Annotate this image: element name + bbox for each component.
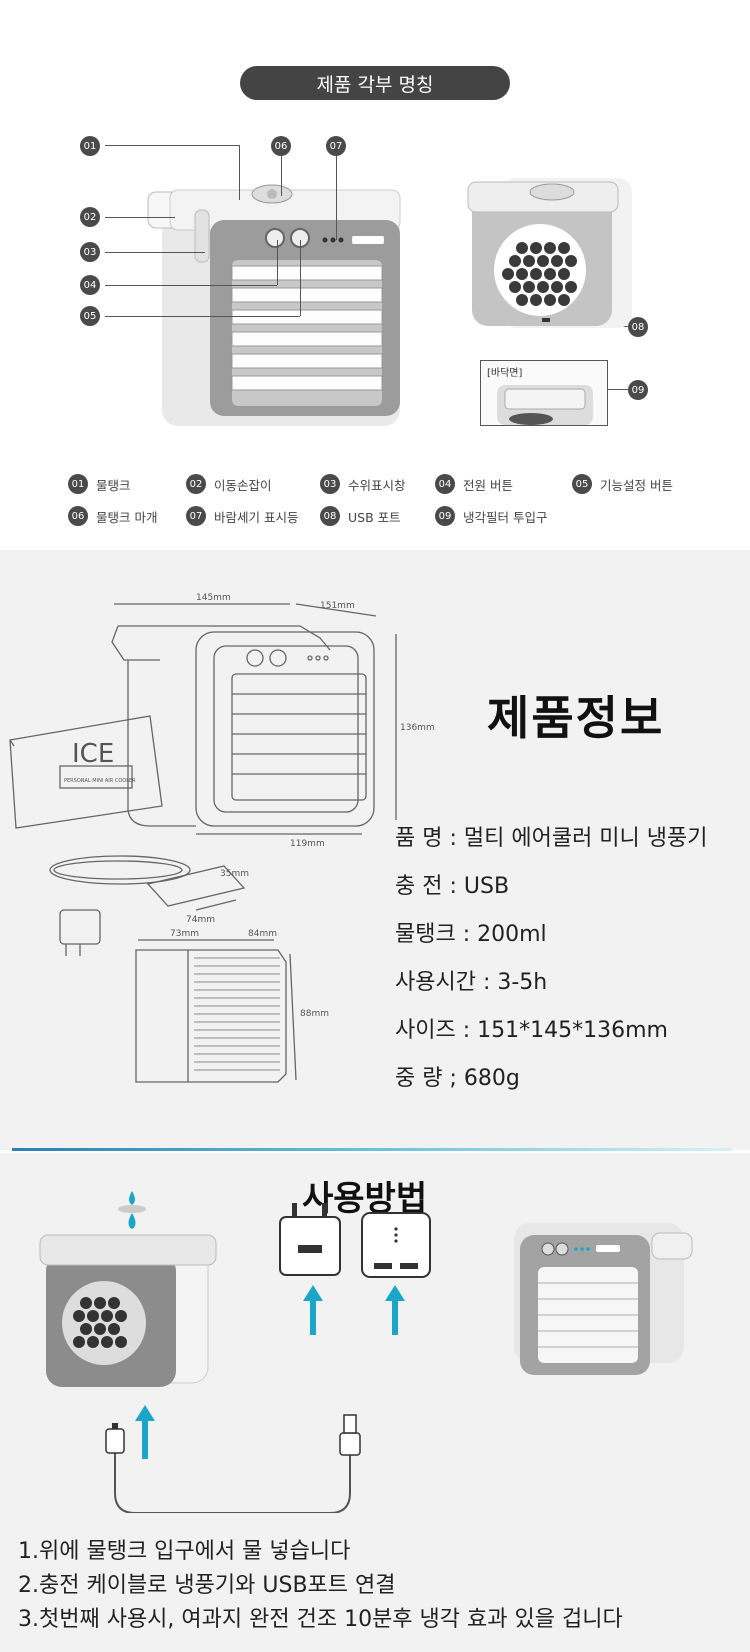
spec-charge: 충 전 : USB bbox=[395, 874, 510, 899]
leader-02 bbox=[105, 217, 175, 218]
usage-illustration bbox=[39, 1191, 693, 1513]
legend-item-02: 02 이동손잡이 bbox=[186, 474, 272, 494]
dim-card-l: 74mm bbox=[186, 915, 215, 925]
spec-usage-time: 사용시간 : 3-5h bbox=[395, 970, 548, 995]
callout-08: 08 bbox=[628, 317, 648, 337]
legend-item-07: 07 바람세기 표시등 bbox=[186, 506, 298, 526]
parts-title: 제품 각부 명칭 bbox=[240, 66, 510, 100]
manual-text: PERSONAL MINI AIR COOLER bbox=[64, 778, 136, 784]
callout-03: 03 bbox=[80, 242, 100, 262]
legend-num-06: 06 bbox=[68, 506, 88, 526]
product-info-section: ICE 145mm 151mm 136mm 119mm 35mm 74mm 73… bbox=[0, 550, 750, 1151]
leader-01 bbox=[105, 145, 240, 146]
dim-height: 136mm bbox=[400, 723, 435, 733]
callout-01: 01 bbox=[80, 136, 100, 156]
leader-05 bbox=[105, 316, 300, 317]
legend-num-04: 04 bbox=[435, 474, 455, 494]
legend-label-07: 바람세기 표시등 bbox=[214, 509, 299, 525]
dimension-labels: 145mm 151mm 136mm 119mm 35mm 74mm 73mm 8… bbox=[64, 593, 435, 1019]
dim-filter-d: 84mm bbox=[248, 929, 277, 939]
legend-item-04: 04 전원 버튼 bbox=[435, 474, 513, 494]
usage-step-2: 2.충전 케이블로 냉풍기와 USB포트 연결 bbox=[18, 1573, 396, 1598]
callout-04: 04 bbox=[80, 275, 100, 295]
callout-06: 06 bbox=[271, 136, 291, 156]
leader-04-rise bbox=[277, 240, 278, 285]
usage-section: 사용방법 bbox=[0, 1153, 750, 1652]
legend-item-03: 03 수위표시창 bbox=[320, 474, 406, 494]
dim-depth: 151mm bbox=[320, 601, 355, 611]
leader-07 bbox=[336, 156, 337, 240]
legend-item-05: 05 기능설정 버튼 bbox=[572, 474, 673, 494]
legend-item-09: 09 냉각필터 투입구 bbox=[435, 506, 547, 526]
spec-size: 사이즈 : 151*145*136mm bbox=[395, 1018, 668, 1043]
legend-num-05: 05 bbox=[572, 474, 592, 494]
info-title: 제품정보 bbox=[487, 691, 665, 745]
usage-step-1: 1.위에 물탱크 입구에서 물 넣습니다 bbox=[18, 1539, 351, 1564]
leader-06 bbox=[281, 156, 282, 196]
dim-card-w: 35mm bbox=[220, 869, 249, 879]
callout-02: 02 bbox=[80, 207, 100, 227]
legend-label-05: 기능설정 버튼 bbox=[600, 477, 673, 493]
parts-section: 제품 각부 명칭 bbox=[0, 0, 750, 550]
legend-num-01: 01 bbox=[68, 474, 88, 494]
dim-filter-w: 73mm bbox=[170, 929, 199, 939]
legend-num-07: 07 bbox=[186, 506, 206, 526]
legend-label-04: 전원 버튼 bbox=[463, 477, 513, 493]
spec-tank: 물탱크 : 200ml bbox=[395, 922, 547, 947]
legend-label-02: 이동손잡이 bbox=[214, 477, 272, 493]
water-drop-icon bbox=[129, 1191, 135, 1205]
bottom-view-illustration bbox=[497, 385, 593, 425]
bottom-view-box: [바닥면] bbox=[480, 360, 608, 426]
usage-step-3: 3.첫번째 사용시, 여과지 완전 건조 10분후 냉각 효과 있을 겁니다 bbox=[18, 1607, 623, 1632]
leader-01-drop bbox=[239, 145, 240, 200]
legend-label-09: 냉각필터 투입구 bbox=[463, 509, 548, 525]
section-divider bbox=[12, 1148, 732, 1151]
cooler-back-illustration bbox=[467, 178, 632, 328]
callout-05: 05 bbox=[80, 306, 100, 326]
legend-label-01: 물탱크 bbox=[96, 477, 131, 493]
legend-num-08: 08 bbox=[320, 506, 340, 526]
legend-item-06: 06 물탱크 마개 bbox=[68, 506, 157, 526]
callout-09: 09 bbox=[628, 380, 648, 400]
callout-07: 07 bbox=[326, 136, 346, 156]
leader-03 bbox=[105, 252, 205, 253]
leader-05-rise bbox=[300, 240, 301, 316]
legend-label-06: 물탱크 마개 bbox=[96, 509, 158, 525]
legend-item-01: 01 물탱크 bbox=[68, 474, 131, 494]
dim-base: 119mm bbox=[290, 839, 325, 849]
leader-04 bbox=[105, 285, 277, 286]
cooler-front-illustration bbox=[147, 184, 401, 426]
legend-item-08: 08 USB 포트 bbox=[320, 506, 401, 526]
legend-label-03: 수위표시창 bbox=[348, 477, 406, 493]
bottom-view-label: [바닥면] bbox=[487, 368, 523, 379]
legend-num-03: 03 bbox=[320, 474, 340, 494]
cooler-line-drawing: ICE bbox=[9, 603, 397, 1083]
legend-num-02: 02 bbox=[186, 474, 206, 494]
legend-num-09: 09 bbox=[435, 506, 455, 526]
spec-weight: 중 량 ; 680g bbox=[395, 1066, 520, 1091]
legend-label-08: USB 포트 bbox=[348, 509, 401, 525]
spec-name: 품 명 : 멀티 에어쿨러 미니 냉풍기 bbox=[395, 826, 708, 851]
dim-width: 145mm bbox=[196, 593, 231, 603]
dim-filter-h: 88mm bbox=[300, 1009, 329, 1019]
svg-text:ICE: ICE bbox=[72, 739, 114, 769]
